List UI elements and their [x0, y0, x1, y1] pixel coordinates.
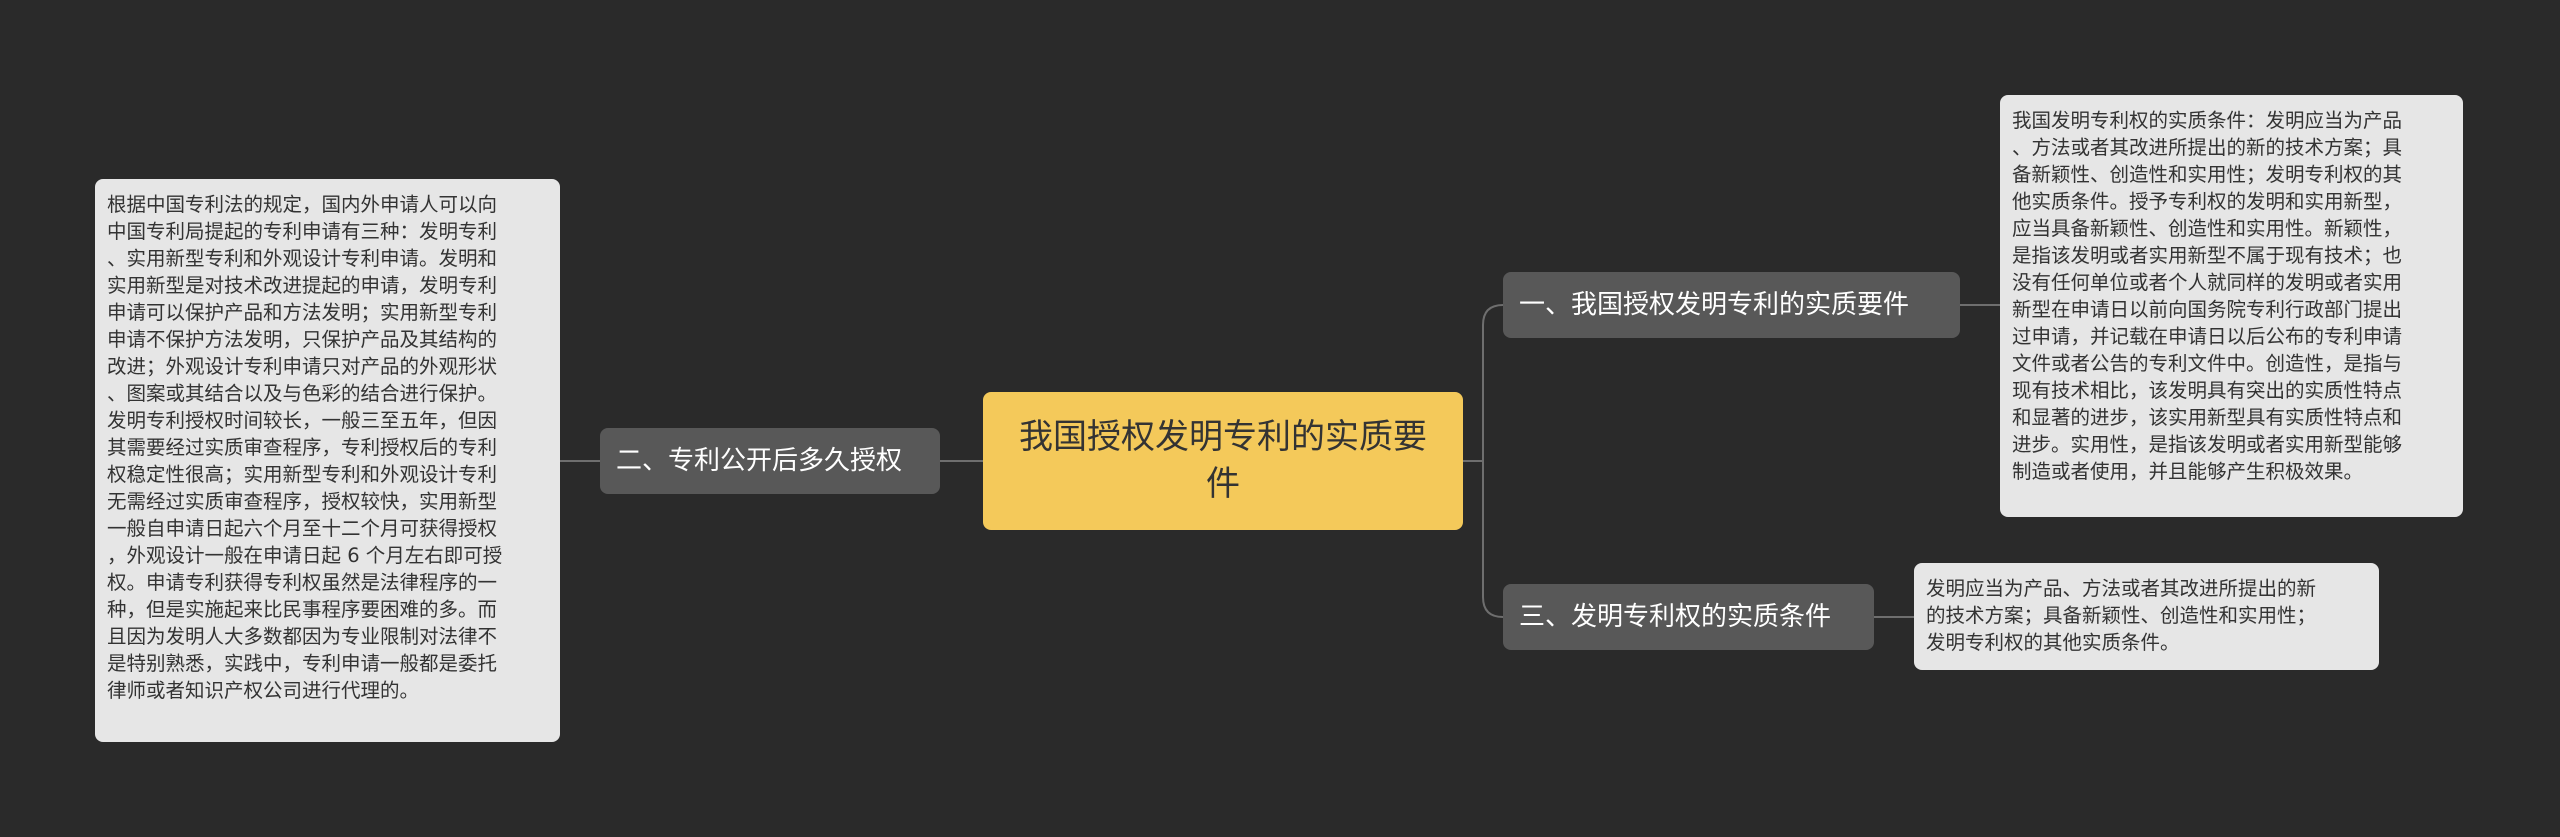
note-node-2[interactable]: 根据中国专利法的规定，国内外申请人可以向 中国专利局提起的专利申请有三种：发明专…	[95, 179, 560, 742]
branch-node-2[interactable]: 二、专利公开后多久授权	[600, 428, 940, 494]
branch-label-2: 二、专利公开后多久授权	[616, 446, 903, 476]
root-label: 我国授权发明专利的实质要件	[1019, 417, 1427, 504]
branch-label-1: 一、我国授权发明专利的实质要件	[1519, 290, 1910, 320]
note-node-3[interactable]: 发明应当为产品、方法或者其改进所提出的新 的技术方案；具备新颖性、创造性和实用性…	[1914, 563, 2379, 670]
branch-node-1[interactable]: 一、我国授权发明专利的实质要件	[1503, 272, 1960, 338]
root-node[interactable]: 我国授权发明专利的实质要件	[983, 392, 1463, 530]
branch-node-3[interactable]: 三、发明专利权的实质条件	[1503, 584, 1874, 650]
note-node-1[interactable]: 我国发明专利权的实质条件：发明应当为产品 、方法或者其改进所提出的新的技术方案；…	[2000, 95, 2463, 517]
connector-root-right	[1463, 304, 1504, 618]
branch-label-3: 三、发明专利权的实质条件	[1519, 602, 1832, 632]
